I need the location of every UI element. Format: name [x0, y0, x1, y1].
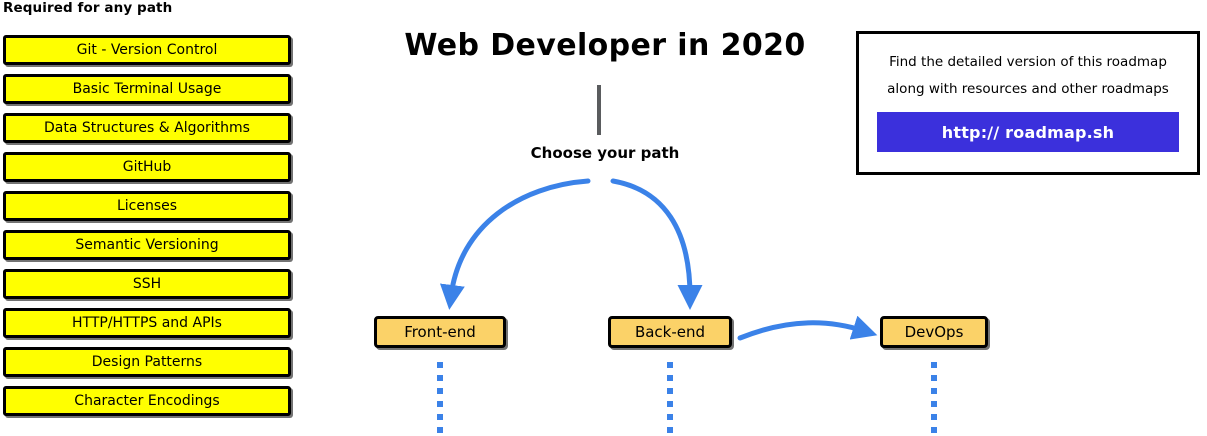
- path-box-label: DevOps: [904, 323, 964, 341]
- trail-dot: [931, 427, 937, 433]
- required-topic-label: GitHub: [122, 159, 172, 175]
- required-topic-label: HTTP/HTTPS and APIs: [72, 315, 222, 331]
- trail-dot: [931, 388, 937, 394]
- trail-dot: [667, 414, 673, 420]
- trail-dot: [437, 427, 443, 433]
- dotted-trail-devops: [931, 362, 937, 436]
- trail-dot: [667, 401, 673, 407]
- trail-dot: [437, 388, 443, 394]
- arrow-to-backend: [610, 178, 703, 310]
- roadmap-link-label: http:// roadmap.sh: [941, 122, 1115, 142]
- roadmap-link-button[interactable]: http:// roadmap.sh: [877, 112, 1179, 152]
- trail-dot: [931, 375, 937, 381]
- required-topic-label: SSH: [132, 276, 162, 292]
- arrow-to-frontend: [439, 178, 591, 310]
- trail-dot: [931, 414, 937, 420]
- trail-dot: [667, 388, 673, 394]
- required-topics-panel: Required for any path Git - Version Cont…: [0, 0, 300, 436]
- info-card-line-2: along with resources and other roadmaps: [887, 81, 1169, 97]
- page-title: Web Developer in 2020: [404, 28, 806, 63]
- trail-dot: [931, 401, 937, 407]
- required-topics-heading: Required for any path: [3, 0, 173, 16]
- required-topic-ssh[interactable]: SSH: [3, 269, 291, 299]
- required-topic-label: Design Patterns: [91, 354, 203, 370]
- trail-dot: [437, 375, 443, 381]
- title-stem-line: [597, 85, 601, 135]
- trail-dot: [667, 375, 673, 381]
- required-topic-label: Data Structures & Algorithms: [44, 120, 250, 136]
- dotted-trail-frontend: [437, 362, 443, 436]
- required-topic-character-encodings[interactable]: Character Encodings: [3, 386, 291, 416]
- info-card: Find the detailed version of this roadma…: [856, 31, 1200, 175]
- required-topic-design-patterns[interactable]: Design Patterns: [3, 347, 291, 377]
- required-topic-label: Git - Version Control: [76, 42, 218, 58]
- required-topic-git[interactable]: Git - Version Control: [3, 35, 291, 65]
- required-topic-data-structures[interactable]: Data Structures & Algorithms: [3, 113, 291, 143]
- path-box-frontend[interactable]: Front-end: [374, 316, 506, 348]
- path-box-label: Front-end: [404, 323, 476, 341]
- required-topic-github[interactable]: GitHub: [3, 152, 291, 182]
- path-box-backend[interactable]: Back-end: [608, 316, 732, 348]
- trail-dot: [437, 401, 443, 407]
- required-topic-label: Basic Terminal Usage: [72, 81, 222, 97]
- required-topic-label: Licenses: [116, 198, 178, 214]
- required-topic-semantic-versioning[interactable]: Semantic Versioning: [3, 230, 291, 260]
- dotted-trail-backend: [667, 362, 673, 436]
- required-topic-http-apis[interactable]: HTTP/HTTPS and APIs: [3, 308, 291, 338]
- trail-dot: [437, 362, 443, 368]
- trail-dot: [667, 362, 673, 368]
- choose-path-label: Choose your path: [530, 144, 680, 162]
- trail-dot: [667, 427, 673, 433]
- required-topics-list: Git - Version Control Basic Terminal Usa…: [3, 35, 291, 425]
- path-box-devops[interactable]: DevOps: [880, 316, 988, 348]
- trail-dot: [437, 414, 443, 420]
- required-topic-label: Character Encodings: [74, 393, 220, 409]
- info-card-line-1: Find the detailed version of this roadma…: [889, 54, 1167, 70]
- path-box-label: Back-end: [634, 323, 706, 341]
- required-topic-label: Semantic Versioning: [75, 237, 219, 253]
- arrow-backend-to-devops: [737, 315, 878, 341]
- trail-dot: [931, 362, 937, 368]
- required-topic-terminal[interactable]: Basic Terminal Usage: [3, 74, 291, 104]
- required-topic-licenses[interactable]: Licenses: [3, 191, 291, 221]
